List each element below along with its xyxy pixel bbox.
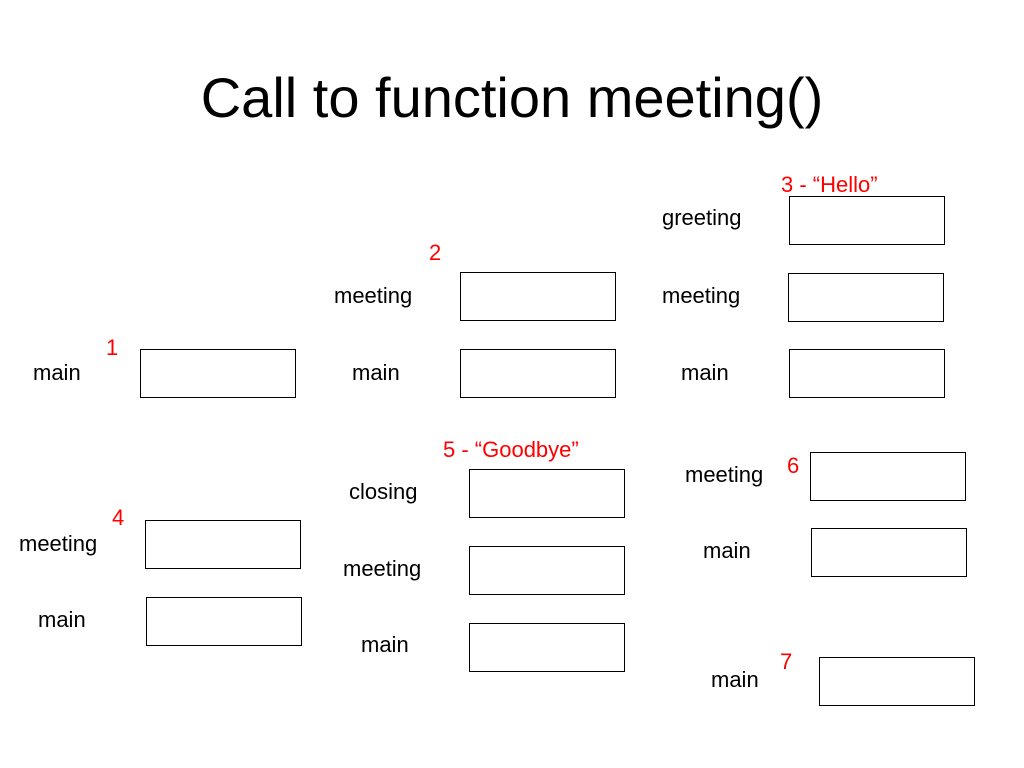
page-title: Call to function meeting(): [200, 66, 824, 129]
step-number: 6: [787, 453, 800, 478]
step-number: 4: [112, 505, 125, 530]
stack-frame-box: [145, 520, 301, 569]
stack-frame-box: [469, 469, 625, 518]
frame-label: main: [33, 360, 81, 385]
stack-frame-box: [140, 349, 296, 398]
frame-label: main: [361, 632, 409, 657]
frame-label: main: [38, 607, 86, 632]
stack-frame-box: [810, 452, 966, 501]
frame-label: main: [681, 360, 729, 385]
frame-label: greeting: [662, 205, 742, 230]
step-number: 1: [106, 335, 119, 360]
step-number: 7: [780, 649, 793, 674]
step-number: 5 - “Goodbye”: [443, 437, 579, 462]
frame-label: meeting: [343, 556, 422, 581]
frame-label: main: [703, 538, 751, 563]
stack-frame-box: [146, 597, 302, 646]
frame-label: meeting: [334, 283, 413, 308]
stack-frame-box: [469, 546, 625, 595]
stack-frame-box: [811, 528, 967, 577]
frame-label: meeting: [19, 531, 98, 556]
stack-frame-box: [788, 273, 944, 322]
frame-label: meeting: [685, 462, 764, 487]
stack-frame-box: [469, 623, 625, 672]
frame-label: main: [352, 360, 400, 385]
frame-label: meeting: [662, 283, 741, 308]
stack-frame-box: [460, 349, 616, 398]
stack-frame-box: [819, 657, 975, 706]
stack-frame-box: [460, 272, 616, 321]
stack-frame-box: [789, 349, 945, 398]
stack-frame-box: [789, 196, 945, 245]
step-number: 3 - “Hello”: [781, 172, 878, 197]
frame-label: main: [711, 667, 759, 692]
step-number: 2: [429, 240, 442, 265]
frame-label: closing: [349, 479, 418, 504]
